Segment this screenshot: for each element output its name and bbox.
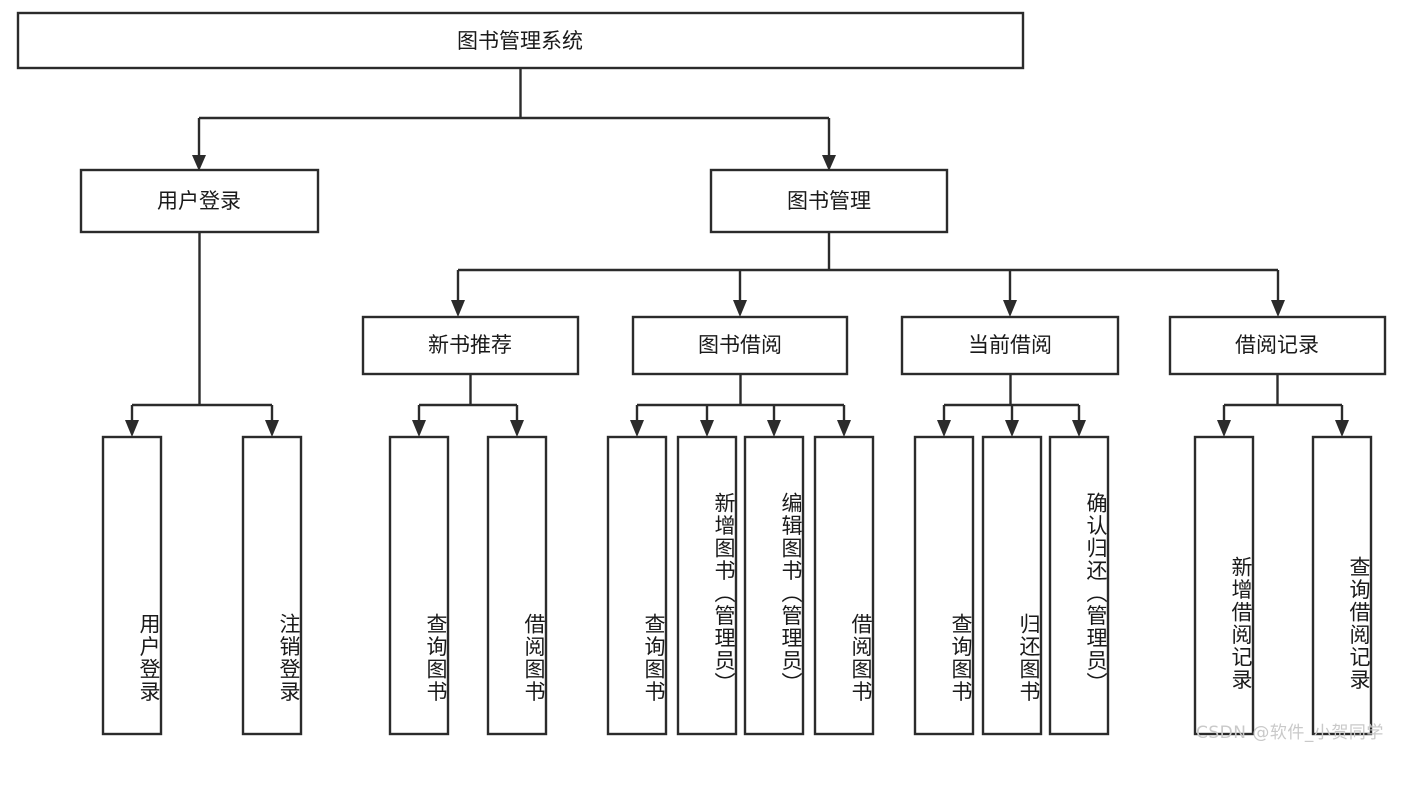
node-box-leaf-logout[interactable] [241,435,303,736]
node-label-book-borrow: 图书借阅 [698,333,782,357]
node-box-leaf-bb-add[interactable] [676,435,738,736]
node-box-leaf-br-add[interactable] [1193,435,1255,736]
arrowhead-book-borrow [733,300,747,317]
node-box-current-borrow[interactable] [900,315,1120,376]
node-box-book-borrow[interactable] [631,315,849,376]
node-box-leaf-nbr-query[interactable] [388,435,450,736]
node-box-leaf-nbr-borrow[interactable] [486,435,548,736]
arrowhead-leaf-cb-confirm [1072,420,1086,437]
node-label-root: 图书管理系统 [457,29,583,53]
node-label-book-mgmt: 图书管理 [787,189,871,213]
arrowhead-leaf-user-login [125,420,139,437]
arrowhead-user-login [192,155,206,171]
node-label-user-login: 用户登录 [157,189,241,213]
node-box-book-mgmt[interactable] [709,168,949,234]
node-box-leaf-bb-edit[interactable] [743,435,805,736]
arrowhead-leaf-cb-return [1005,420,1019,437]
arrowhead-leaf-nbr-borrow [510,420,524,437]
node-box-leaf-cb-query[interactable] [913,435,975,736]
node-label-new-book-rec: 新书推荐 [428,333,512,357]
node-box-leaf-bb-borrow[interactable] [813,435,875,736]
arrowhead-new-book-rec [451,300,465,317]
arrowhead-leaf-br-add [1217,420,1231,437]
arrowhead-leaf-bb-borrow [837,420,851,437]
node-boxes: 图书管理系统 用户登录 图书管理 新书推荐 图书借阅 当前借阅 借阅记录 [16,11,1387,736]
arrowhead-leaf-bb-edit [767,420,781,437]
arrowhead-borrow-records [1271,300,1285,317]
node-box-leaf-user-login[interactable] [101,435,163,736]
arrowhead-leaf-br-query [1335,420,1349,437]
arrowhead-leaf-nbr-query [412,420,426,437]
connector-lines [125,68,1349,437]
node-box-new-book-rec[interactable] [361,315,580,376]
node-label-current-borrow: 当前借阅 [968,333,1052,357]
node-box-leaf-cb-confirm[interactable] [1048,435,1110,736]
tree-diagram-svg: 图书管理系统 用户登录 图书管理 新书推荐 图书借阅 当前借阅 借阅记录 [16,11,1387,736]
csdn-watermark: CSDN @软件_小贺同学 [1196,723,1384,743]
diagram-canvas: 图书管理系统 用户登录 图书管理 新书推荐 图书借阅 当前借阅 借阅记录 [16,11,1387,743]
arrowhead-current-borrow [1003,300,1017,317]
node-box-leaf-cb-return[interactable] [981,435,1043,736]
arrowhead-leaf-bb-add [700,420,714,437]
node-box-leaf-br-query[interactable] [1311,435,1373,736]
node-box-root[interactable] [16,11,1025,70]
arrowhead-book-mgmt [822,155,836,171]
arrowhead-leaf-logout [265,420,279,437]
arrowhead-leaf-bb-query [630,420,644,437]
node-box-borrow-records[interactable] [1168,315,1387,376]
arrowhead-leaf-cb-query [937,420,951,437]
node-box-leaf-bb-query[interactable] [606,435,668,736]
node-box-user-login[interactable] [79,168,320,234]
node-label-borrow-records: 借阅记录 [1235,333,1319,357]
